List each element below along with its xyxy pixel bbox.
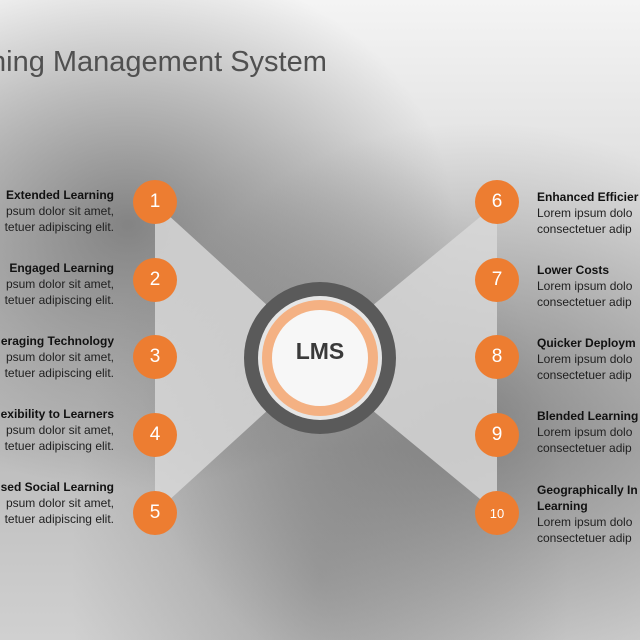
item-heading: exibility to Learners: [0, 407, 114, 421]
item-text-line: psum dolor sit amet,: [5, 423, 114, 437]
left-item-5: sed Social Learning psum dolor sit amet,…: [1, 479, 114, 527]
item-heading: Extended Learning: [5, 188, 114, 202]
right-item-9: Blended Learning Lorem ipsum dolo consec…: [537, 408, 638, 456]
item-text-line: consectetuer adip: [537, 441, 632, 455]
left-item-1: Extended Learning psum dolor sit amet, t…: [5, 187, 114, 235]
item-heading: Lower Costs: [537, 263, 610, 277]
item-text-line: Lorem ipsum dolo: [537, 425, 633, 439]
number-badge-10: 10: [475, 491, 519, 535]
left-item-4: exibility to Learners psum dolor sit ame…: [1, 406, 114, 454]
right-item-6: Enhanced Efficier Lorem ipsum dolo conse…: [537, 189, 638, 237]
item-text-line: tetuer adipiscing elit.: [4, 220, 114, 234]
item-text-line: psum dolor sit amet,: [5, 277, 114, 291]
item-text-line: Lorem ipsum dolo: [537, 206, 633, 220]
number-badge-4: 4: [133, 413, 177, 457]
item-heading: Enhanced Efficier: [537, 190, 639, 204]
number-badge-2: 2: [133, 258, 177, 302]
item-heading-continued: Learning: [537, 499, 588, 513]
lms-inner-circle: [272, 310, 368, 406]
number-badge-6: 6: [475, 180, 519, 224]
item-text-line: tetuer adipiscing elit.: [4, 293, 114, 307]
item-text-line: Lorem ipsum dolo: [537, 352, 633, 366]
number-badge-5: 5: [133, 491, 177, 535]
item-text-line: consectetuer adip: [537, 222, 632, 236]
left-item-3: eraging Technology psum dolor sit amet, …: [1, 333, 114, 381]
item-heading: Blended Learning: [537, 409, 639, 423]
left-funnel: [155, 203, 268, 513]
number-badge-7: 7: [475, 258, 519, 302]
item-text-line: tetuer adipiscing elit.: [4, 439, 114, 453]
page-title: ning Management System: [0, 46, 327, 78]
item-text-line: Lorem ipsum dolo: [537, 279, 633, 293]
item-heading: Geographically In: [537, 483, 638, 497]
right-item-10: Geographically In Learning Lorem ipsum d…: [537, 482, 638, 546]
item-heading: sed Social Learning: [0, 480, 114, 494]
right-item-8: Quicker Deploym Lorem ipsum dolo consect…: [537, 335, 636, 383]
number-badge-3: 3: [133, 335, 177, 379]
number-badge-8: 8: [475, 335, 519, 379]
item-text-line: consectetuer adip: [537, 368, 632, 382]
right-funnel: [372, 203, 497, 513]
item-text-line: consectetuer adip: [537, 531, 632, 545]
item-heading: eraging Technology: [0, 334, 114, 348]
right-item-7: Lower Costs Lorem ipsum dolo consectetue…: [537, 262, 632, 310]
number-badge-9: 9: [475, 413, 519, 457]
left-item-2: Engaged Learning psum dolor sit amet, te…: [5, 260, 114, 308]
lms-center-label: LMS: [295, 338, 345, 364]
item-text-line: psum dolor sit amet,: [5, 204, 114, 218]
item-text-line: Lorem ipsum dolo: [537, 515, 633, 529]
item-text-line: psum dolor sit amet,: [5, 350, 114, 364]
item-heading: Engaged Learning: [9, 261, 114, 275]
number-badge-1: 1: [133, 180, 177, 224]
item-text-line: psum dolor sit amet,: [5, 496, 114, 510]
item-heading: Quicker Deploym: [537, 336, 636, 350]
item-text-line: consectetuer adip: [537, 295, 632, 309]
item-text-line: tetuer adipiscing elit.: [4, 512, 114, 526]
item-text-line: tetuer adipiscing elit.: [4, 366, 114, 380]
